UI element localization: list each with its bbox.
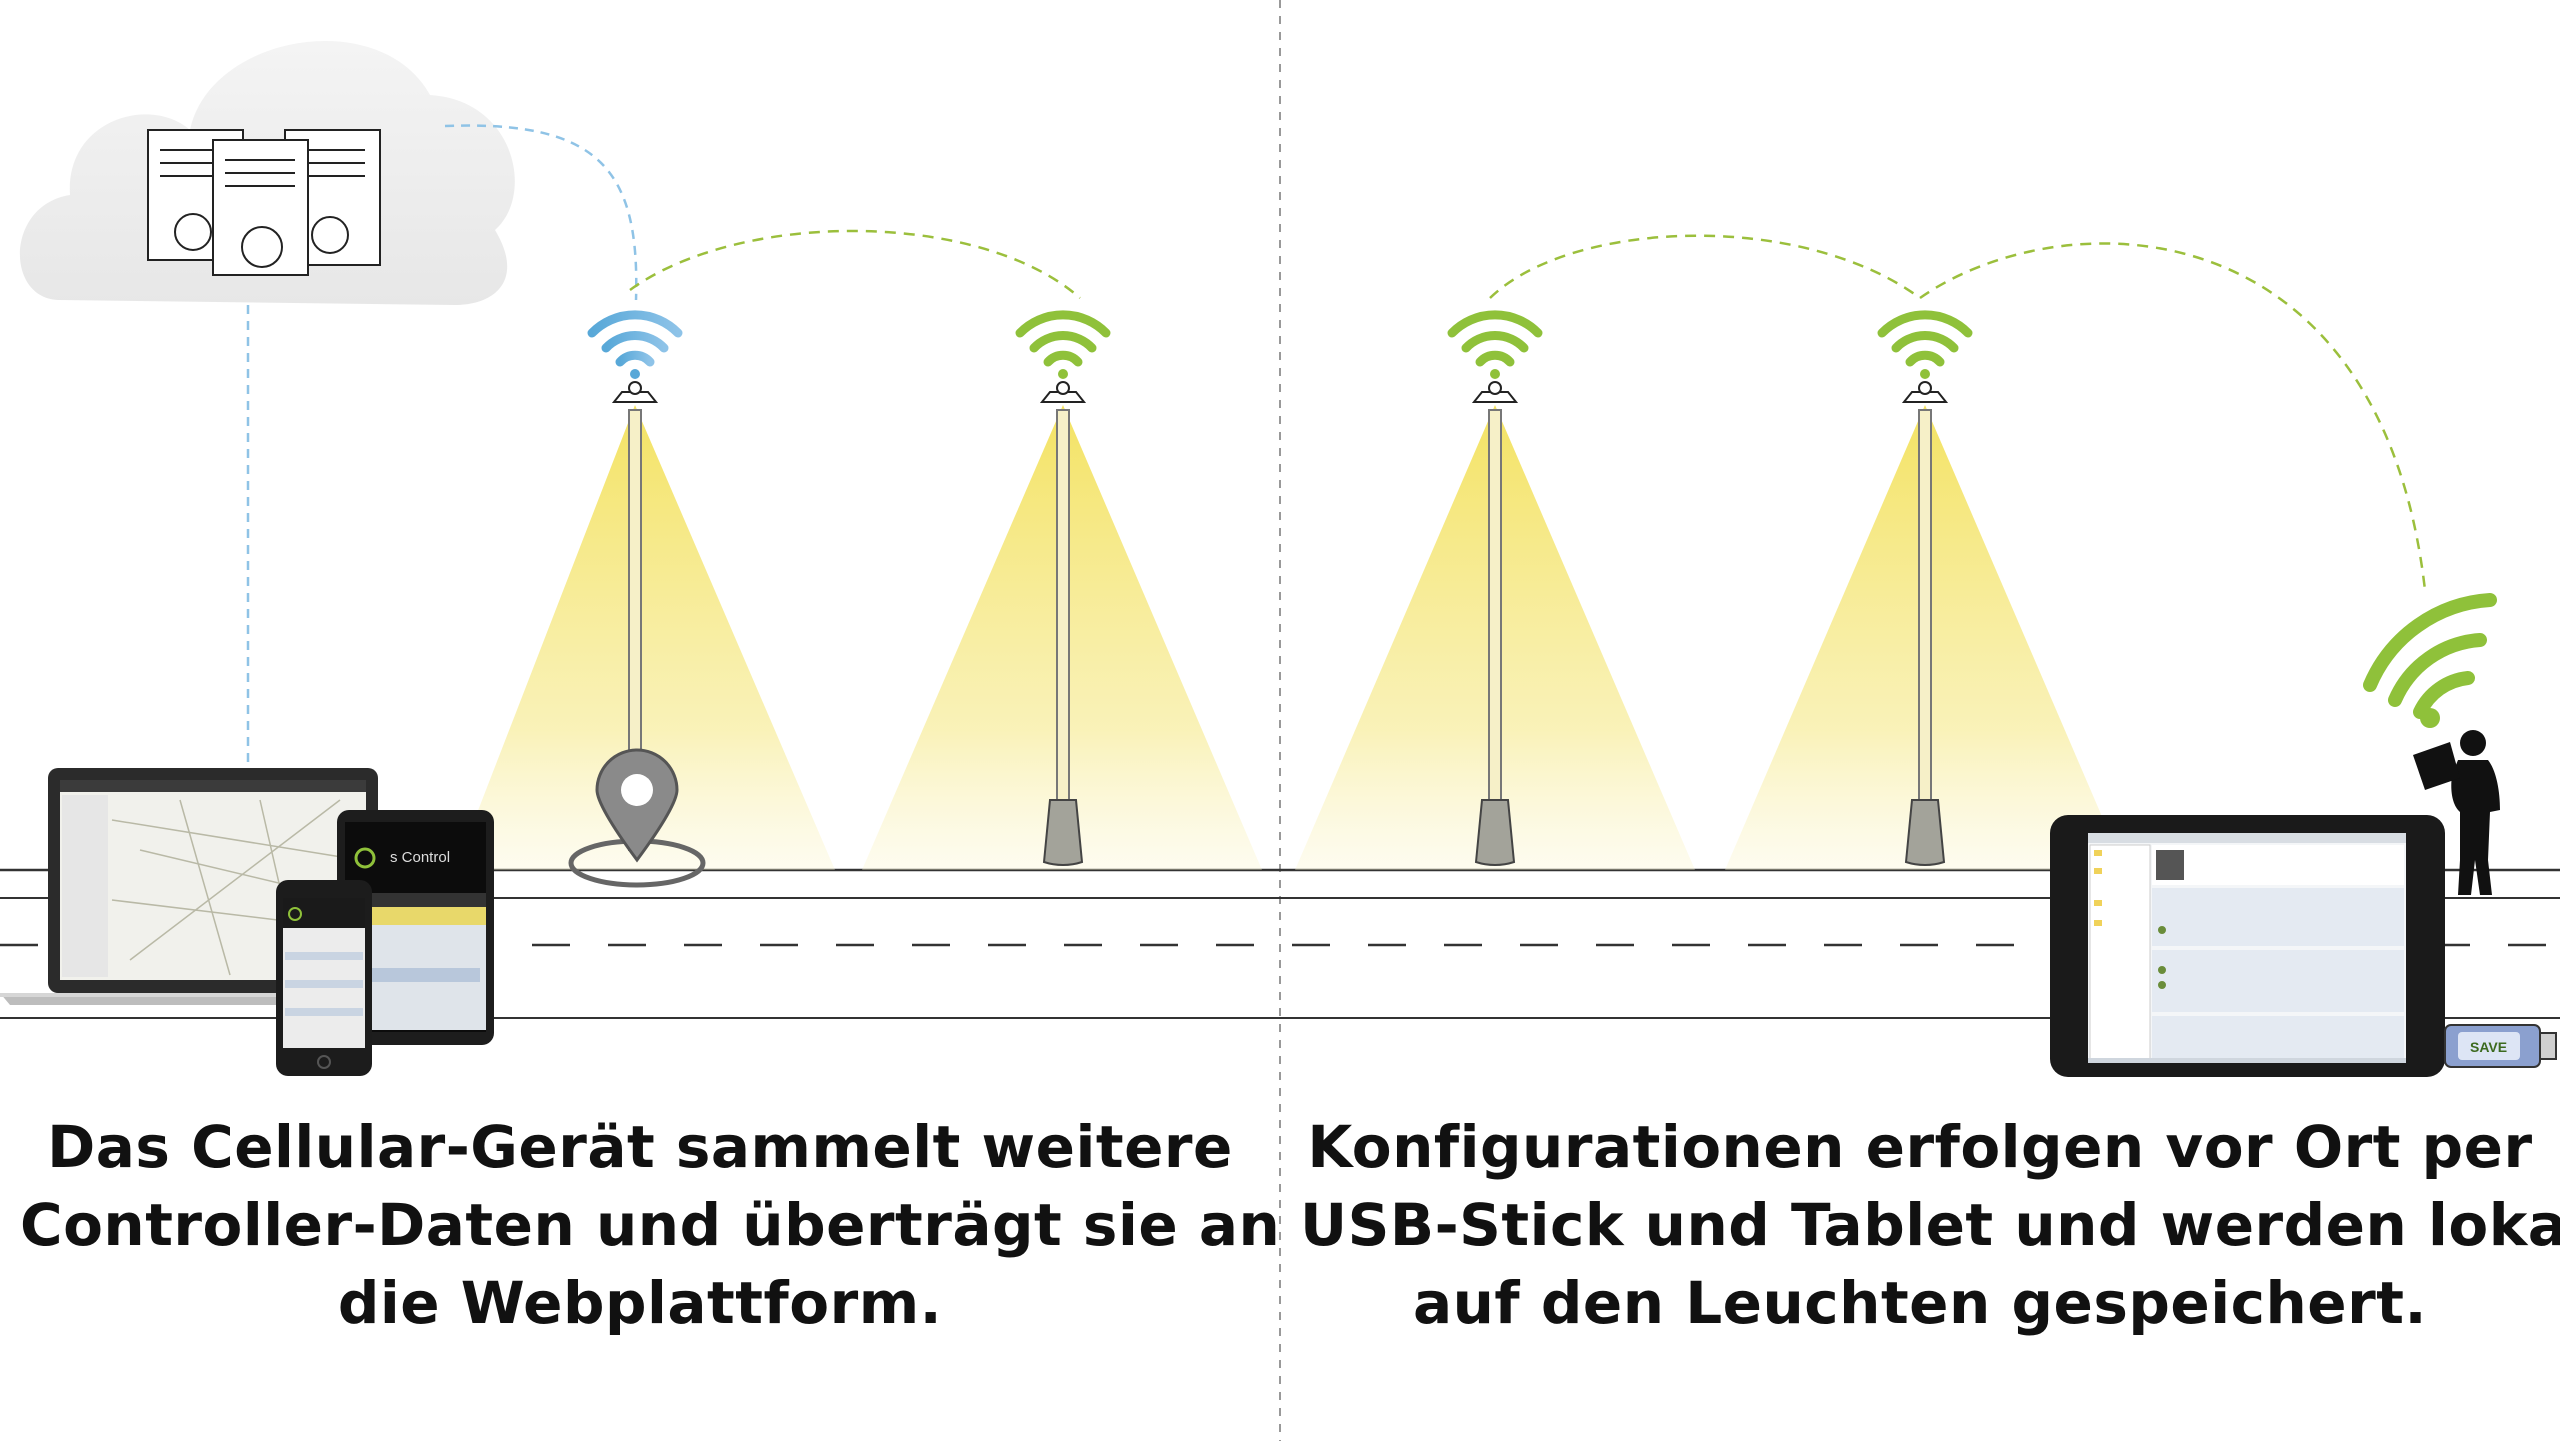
caption-line: auf den Leuchten gespeichert.: [1413, 1269, 2427, 1337]
smartphone-device: [276, 880, 372, 1076]
wifi-icon-blue: [587, 310, 683, 379]
technician-silhouette: [2413, 730, 2500, 895]
caption-line: die Webplattform.: [337, 1269, 943, 1337]
tablet-device-right: [2050, 815, 2445, 1077]
usb-stick-label: SAVE: [2470, 1039, 2507, 1055]
cellular-link-cloud-to-lamp: [444, 124, 638, 301]
caption-line: Controller-Daten und überträgt sie an: [20, 1191, 1281, 1259]
caption-line: USB-Stick und Tablet und werden lokal: [1300, 1191, 2560, 1259]
caption-line: Konfigurationen erfolgen vor Ort per: [1307, 1113, 2533, 1181]
wifi-icon-green: [1447, 310, 1543, 379]
mesh-links: [629, 229, 2427, 591]
location-pin-icon: [568, 748, 706, 888]
documents-icon: [147, 129, 381, 276]
caption-local-config: Konfigurationen erfolgen vor Ort per USB…: [1300, 1108, 2560, 1342]
tablet-brand-text: s Control: [390, 849, 450, 866]
street-lamp-3: [1295, 310, 1695, 870]
wifi-icon-green: [1015, 310, 1111, 379]
caption-line: Das Cellular-Gerät sammelt weitere: [47, 1113, 1233, 1181]
wifi-icon-large-green: [2363, 593, 2497, 728]
wifi-icon-green: [1877, 310, 1973, 379]
usb-stick-device: SAVE: [2444, 1024, 2557, 1068]
street-lamp-2: [862, 310, 1262, 870]
street-lamp-1: [455, 310, 835, 888]
caption-cellular: Das Cellular-Gerät sammelt weitere Contr…: [20, 1108, 1281, 1342]
street-lamp-4: [1725, 310, 2125, 870]
